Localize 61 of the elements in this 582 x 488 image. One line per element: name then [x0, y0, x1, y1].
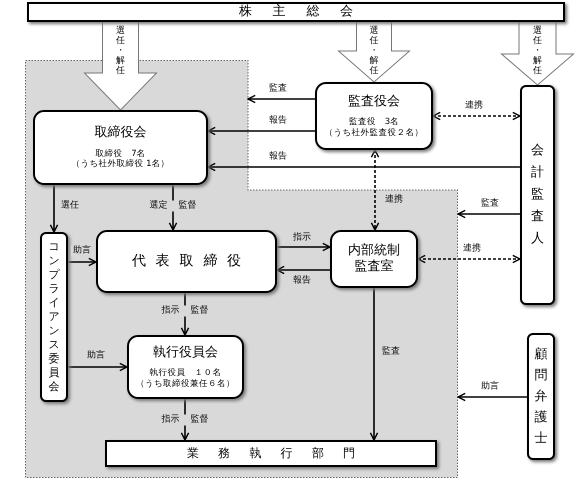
- box-title: 執行役員会: [153, 344, 218, 360]
- box-note: （うち社外取締役 1名）: [71, 159, 170, 170]
- rounded-box: [96, 230, 277, 293]
- vertical-box: [527, 333, 555, 460]
- edge-label: 指示 監督: [160, 306, 210, 316]
- rounded-box: [33, 110, 208, 185]
- arrow: [457, 392, 527, 402]
- edge-label: 監査: [267, 84, 289, 94]
- box-note: 執行役員 １０名: [150, 368, 222, 379]
- edge-label: 連携: [383, 194, 405, 206]
- edge-label: 選任・解任: [116, 26, 125, 76]
- box-title: 業務執行部門: [186, 446, 374, 461]
- rounded-box: [315, 82, 433, 150]
- box-note: （うち取締役兼任６名）: [136, 378, 235, 390]
- edge-label: 報告: [267, 116, 289, 126]
- banner-box: [105, 440, 437, 467]
- edge-label: 監査: [380, 346, 402, 358]
- arrow: [457, 210, 520, 218]
- box-title: 代表取締役: [132, 253, 251, 270]
- dashed-arrow: [417, 254, 521, 264]
- rounded-box: [330, 230, 418, 288]
- edge-label: 連携: [461, 244, 483, 254]
- arrow: [50, 185, 58, 233]
- box-title: 監査役会: [348, 94, 400, 110]
- edge-label: 指示: [291, 232, 313, 244]
- arrow: [247, 94, 315, 104]
- box-title: 会計監査人: [531, 142, 544, 248]
- edge-label: 監査: [479, 198, 501, 210]
- dashed-arrow: [370, 149, 380, 231]
- block-arrow: [83, 22, 158, 111]
- edge-label: 選任・解任: [533, 26, 542, 76]
- edge-label: 助言: [85, 350, 107, 362]
- arrow: [207, 126, 315, 136]
- box-title: 株主総会: [238, 4, 374, 20]
- box-title: 取締役会: [94, 125, 146, 141]
- edge-label: 報告: [267, 152, 289, 162]
- banner-box: [27, 2, 565, 22]
- edge-label: 選任・解任: [370, 26, 378, 76]
- edge-label: 指示 監督: [160, 414, 210, 426]
- edge-label: 助言: [71, 246, 93, 256]
- vertical-box: [520, 85, 555, 305]
- edge-label: 選定 監督: [148, 200, 198, 212]
- box-title: コンプライアンス委員会: [48, 240, 60, 394]
- edge-label: 選任: [59, 200, 81, 212]
- dashed-arrow: [432, 112, 521, 120]
- arrow: [207, 162, 520, 172]
- edge-label: 報告: [291, 276, 313, 286]
- box-note: （うち社外監査役２名）: [324, 128, 424, 138]
- box-note: 取締役 7名: [95, 148, 146, 159]
- arrow: [68, 258, 97, 266]
- edge-label: 助言: [479, 382, 501, 392]
- vertical-box: [40, 232, 68, 402]
- box-title: 内部統制監査室: [346, 243, 401, 275]
- edge-label: 連携: [463, 100, 485, 112]
- box-title: 顧問弁護士: [534, 346, 548, 448]
- box-note: 監査役 3名: [348, 117, 400, 128]
- arrow: [277, 242, 331, 252]
- arrow: [68, 362, 128, 372]
- rounded-box: [127, 335, 244, 399]
- arrow: [276, 266, 330, 274]
- arrow: [370, 288, 378, 441]
